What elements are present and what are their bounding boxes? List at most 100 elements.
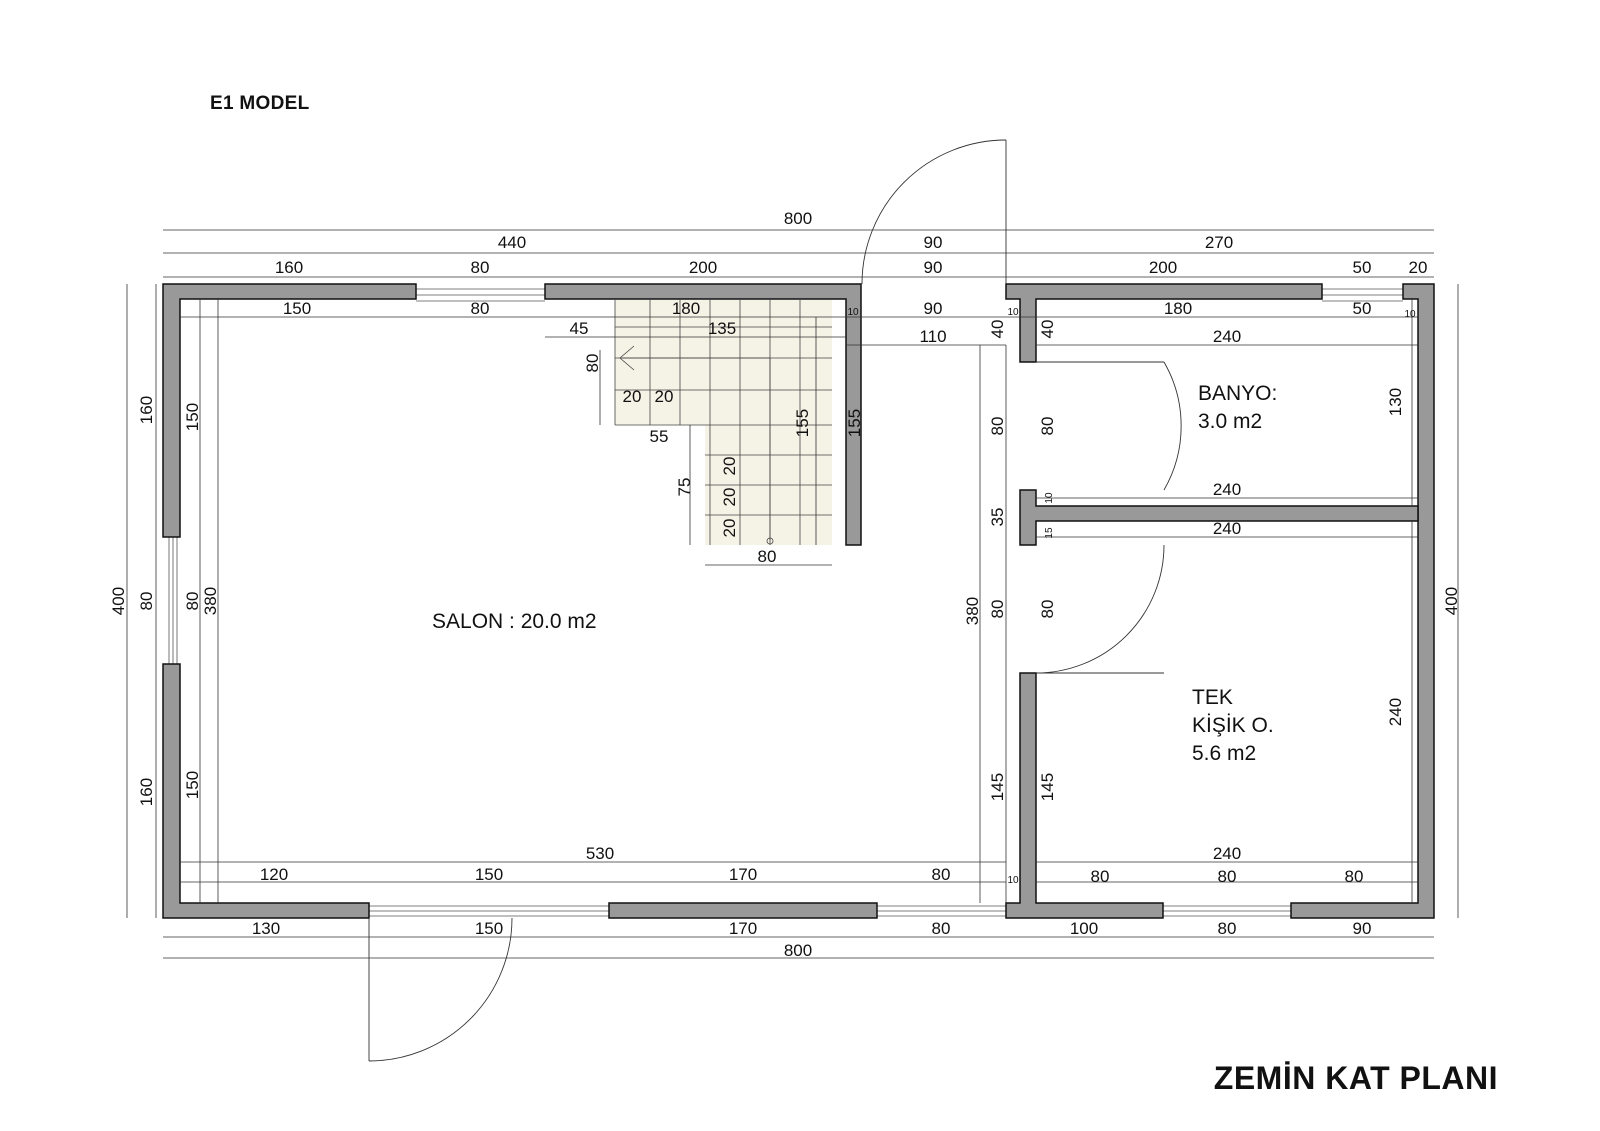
dim-label: 270	[1205, 233, 1233, 252]
doors	[368, 139, 1182, 1062]
dim-label: 50	[1353, 299, 1372, 318]
dimension-labels: 800 440 90 270 160 80 200 90 200 50 20 1…	[109, 209, 1461, 960]
stair-direction-line	[622, 357, 771, 540]
dim-label: 10	[1404, 309, 1416, 320]
staircase-fill	[615, 300, 832, 545]
dim-label: 80	[583, 354, 602, 373]
dim-label: 35	[988, 508, 1007, 527]
dim-label: 240	[1213, 480, 1241, 499]
wall-bottom-left	[162, 663, 370, 919]
dim-label: 200	[689, 258, 717, 277]
dim-label: 160	[137, 396, 156, 424]
dim-label: 80	[137, 592, 156, 611]
dim-label: 80	[932, 865, 951, 884]
dim-label: 240	[1213, 519, 1241, 538]
dim-label: 80	[932, 919, 951, 938]
bath-door-swing	[1163, 361, 1182, 491]
dim-label: 10	[1044, 492, 1055, 504]
dim-label: 50	[1353, 258, 1372, 277]
dim-label: 240	[1213, 327, 1241, 346]
dim-label: 160	[275, 258, 303, 277]
dim-label: 20	[623, 387, 642, 406]
dim-label: 170	[729, 919, 757, 938]
dim-label: 150	[475, 919, 503, 938]
dim-label: 135	[708, 319, 736, 338]
dim-label: 400	[1442, 587, 1461, 615]
dim-label: 180	[1164, 299, 1192, 318]
room-door-swing	[1035, 544, 1165, 674]
wall-right	[1290, 283, 1435, 919]
dim-label: 80	[1218, 919, 1237, 938]
dim-label: 155	[793, 409, 812, 437]
dim-label: 380	[963, 597, 982, 625]
dim-label: 80	[1038, 417, 1057, 436]
dim-label: 40	[1038, 320, 1057, 339]
dim-label: 160	[137, 778, 156, 806]
dim-label: 170	[729, 865, 757, 884]
dim-label: 20	[720, 488, 739, 507]
dim-label: 150	[183, 403, 202, 431]
dim-label: 80	[758, 547, 777, 566]
room-label-banyo: BANYO: 3.0 m2	[1198, 382, 1278, 433]
dim-label: 240	[1213, 844, 1241, 863]
dim-label: 150	[475, 865, 503, 884]
wall-top-left	[162, 283, 417, 538]
dim-label: 200	[1149, 258, 1177, 277]
dim-label: 90	[924, 299, 943, 318]
staircase	[614, 300, 832, 545]
dim-label: 20	[720, 519, 739, 538]
dim-label: 150	[183, 771, 202, 799]
dim-label: 10	[847, 307, 859, 318]
room-label-tek-kisilik-oda: TEK KİŞİK O. 5.6 m2	[1192, 686, 1274, 765]
plan-title: ZEMİN KAT PLANI	[1213, 1060, 1498, 1096]
dim-label: 20	[655, 387, 674, 406]
dim-label: 180	[672, 299, 700, 318]
wall-top-stair	[544, 283, 862, 546]
dim-label: 90	[924, 258, 943, 277]
rear-door-swing	[368, 917, 513, 1062]
dim-label: 800	[784, 941, 812, 960]
dim-label: 145	[988, 773, 1007, 801]
dim-label: 130	[252, 919, 280, 938]
dimension-lines	[126, 229, 1459, 959]
model-label: E1 MODEL	[210, 93, 310, 114]
dim-label: 100	[1070, 919, 1098, 938]
dim-label: 110	[919, 327, 946, 346]
wall-bottom-partition	[1005, 672, 1164, 919]
wall-bath-room-partition	[1019, 489, 1419, 546]
dim-label: 75	[675, 478, 694, 497]
dim-label: 40	[988, 320, 1007, 339]
dim-label: 150	[283, 299, 311, 318]
dim-label: 400	[109, 587, 128, 615]
dim-label: 90	[1353, 919, 1372, 938]
dim-label: 380	[201, 587, 220, 615]
dim-label: 530	[586, 844, 614, 863]
dim-label: 80	[1345, 867, 1364, 886]
dim-label: 80	[471, 299, 490, 318]
dim-label: 155	[845, 409, 864, 437]
arrow-left-icon	[619, 345, 635, 371]
dim-label: 145	[1038, 773, 1057, 801]
dim-label: 10	[1007, 307, 1019, 318]
dim-label: 20	[720, 457, 739, 476]
wall-bottom-middle	[608, 902, 878, 919]
dim-label: 80	[988, 600, 1007, 619]
walls	[162, 283, 1435, 919]
dim-label: 800	[784, 209, 812, 228]
dim-label: 55	[650, 427, 669, 446]
stair-start-icon	[766, 537, 774, 545]
dim-label: 10	[1007, 875, 1019, 886]
dim-label: 80	[988, 417, 1007, 436]
dim-label: 120	[260, 865, 288, 884]
dim-label: 240	[1386, 698, 1405, 726]
dim-label: 90	[924, 233, 943, 252]
room-label-salon: SALON : 20.0 m2	[432, 610, 597, 633]
dim-label: 440	[498, 233, 526, 252]
dim-label: 80	[183, 592, 202, 611]
dim-label: 20	[1409, 258, 1428, 277]
dim-label: 80	[1218, 867, 1237, 886]
dim-label: 130	[1386, 388, 1405, 416]
dim-label: 80	[1038, 600, 1057, 619]
dim-label: 15	[1044, 527, 1055, 539]
